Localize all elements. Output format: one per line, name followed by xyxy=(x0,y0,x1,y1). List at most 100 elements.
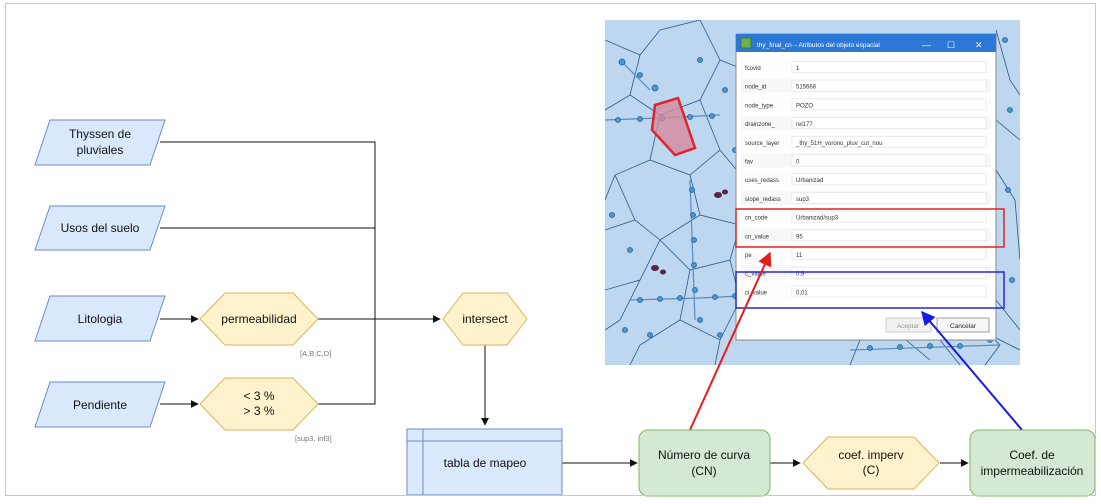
connectors xyxy=(160,141,969,467)
cancel-button-label: Cancelar xyxy=(950,323,977,330)
decision-permeabilidad: permeabilidad xyxy=(199,292,319,346)
attribute-value: 1 xyxy=(796,66,800,72)
attribute-row: source_layer _thy_51H_vorono_pluv_cut_nou xyxy=(741,134,991,149)
close-icon[interactable]: ✕ xyxy=(975,40,983,50)
pendiente-shape xyxy=(34,381,166,428)
dialog-titlebar xyxy=(736,34,996,52)
attribute-dialog: thy_final_cn – Atributos del objeto espa… xyxy=(735,33,1005,341)
attribute-value: Urbanizad/sup3 xyxy=(796,216,839,222)
layer-icon xyxy=(740,37,752,49)
attribute-value-field[interactable] xyxy=(791,98,987,111)
dialog-title: thy_final_cn – Atributos del objeto espa… xyxy=(757,42,880,49)
input-litologia: Litologia xyxy=(34,295,166,342)
blue-pointer-arrow xyxy=(921,310,1023,431)
ok-button-label: Aceptar xyxy=(897,323,920,330)
maximize-icon[interactable]: ☐ xyxy=(947,40,955,50)
attribute-value: POZO xyxy=(796,103,813,109)
slope-label-line2: > 3 % xyxy=(243,404,274,418)
table-shape xyxy=(406,428,563,496)
attribute-value-field[interactable] xyxy=(791,154,987,167)
mapping-table: tabla de mapeo xyxy=(406,428,563,496)
connector-thyssen xyxy=(160,141,376,319)
highlight-markers xyxy=(651,189,728,275)
input-pendiente: Pendiente xyxy=(34,381,166,428)
coef-label-line1: coef. imperv xyxy=(838,448,903,462)
slope-shape xyxy=(199,377,319,431)
cn-highlight-box xyxy=(735,208,1005,248)
attribute-name: drainzone_ xyxy=(745,122,775,128)
attribute-row: cn_value 95 xyxy=(741,228,991,243)
attribute-value: Urbanizad xyxy=(796,178,823,184)
attribute-name: uses_redass xyxy=(745,178,779,184)
attribute-value: _thy_51H_vorono_pluv_cut_nou xyxy=(795,141,882,147)
slope-label-line1: < 3 % xyxy=(243,389,274,403)
attribute-value-field[interactable] xyxy=(791,117,987,129)
decision-coef: coef. imperv (C) xyxy=(802,436,940,490)
pendiente-label: Pendiente xyxy=(73,398,127,412)
input-usos: Usos del suelo xyxy=(34,205,166,251)
imp-shape xyxy=(969,429,1096,497)
attribute-value: rel177 xyxy=(796,122,813,128)
abcd-annotation: [A,B,C,D] xyxy=(300,349,331,358)
attribute-value: 0,9 xyxy=(796,272,805,278)
coef-label-line2: (C) xyxy=(863,463,880,477)
minimize-icon[interactable]: — xyxy=(922,40,931,50)
attribute-row: slope_redass sup3 xyxy=(741,190,991,205)
ci-highlight-box xyxy=(735,271,1005,309)
cn-label-line2: (CN) xyxy=(691,464,716,478)
attribute-value-field[interactable] xyxy=(791,173,987,185)
attribute-value: 95 xyxy=(796,234,803,240)
intersect-label: intersect xyxy=(462,312,508,326)
attribute-value-field[interactable] xyxy=(791,229,987,242)
attribute-row: uses_redass Urbanizad xyxy=(741,172,991,187)
attribute-name: slope_redass xyxy=(745,197,781,203)
process-impermeabilizacion: Coef. de impermeabilización xyxy=(969,429,1096,497)
attribute-row: drainzone_ rel177 xyxy=(741,116,991,131)
attribute-value-field[interactable] xyxy=(791,248,987,260)
attribute-row: ci_value 0,01 xyxy=(741,284,991,299)
attribute-name: source_layer xyxy=(745,141,779,147)
coef-shape xyxy=(802,436,940,490)
litologia-shape xyxy=(34,295,166,342)
selected-polygon xyxy=(650,96,697,157)
usos-shape xyxy=(34,205,166,251)
attribute-name: fcovid xyxy=(745,66,761,72)
attribute-value: 0,01 xyxy=(796,290,808,296)
attribute-value-field[interactable] xyxy=(791,136,987,148)
attribute-name: cn_value xyxy=(745,234,770,240)
imp-label-line1: Coef. de xyxy=(1009,448,1055,462)
attribute-row: cn_code Urbanizad/sup3 xyxy=(741,209,991,224)
attribute-name: pe xyxy=(745,253,752,259)
attribute-name: ci_value xyxy=(745,290,768,296)
attribute-name: node_type xyxy=(745,103,774,109)
litologia-label: Litologia xyxy=(78,312,123,326)
attribute-value-field[interactable] xyxy=(791,61,987,73)
red-pointer-arrow xyxy=(689,251,772,431)
attribute-row: node_type POZO xyxy=(741,97,991,112)
cancel-button[interactable] xyxy=(936,317,990,333)
process-cn: Número de curva (CN) xyxy=(638,429,771,497)
permeabilidad-shape xyxy=(199,292,319,346)
table-label: tabla de mapeo xyxy=(444,456,527,470)
attribute-value: sup3 xyxy=(796,197,810,203)
intersect-shape xyxy=(442,292,528,346)
attribute-value-field[interactable] xyxy=(791,285,987,298)
cn-shape xyxy=(638,429,771,497)
input-thyssen: Thyssen de pluviales xyxy=(34,119,166,166)
sup-inf-annotation: [sup3, inf3] xyxy=(295,434,332,443)
permeabilidad-label: permeabilidad xyxy=(221,312,296,326)
attribute-name: c_value xyxy=(745,272,766,278)
attribute-value: 0 xyxy=(796,160,800,166)
attribute-value-field[interactable] xyxy=(791,192,987,204)
attribute-value-field[interactable] xyxy=(791,79,987,92)
attribute-value: 515668 xyxy=(796,85,817,91)
imp-label-line2: impermeabilización xyxy=(981,464,1084,478)
attribute-value-field[interactable] xyxy=(791,210,987,223)
cn-label-line1: Número de curva xyxy=(658,448,750,462)
attribute-name: cn_code xyxy=(745,216,768,222)
thyssen-label-line2: pluviales xyxy=(77,143,124,157)
